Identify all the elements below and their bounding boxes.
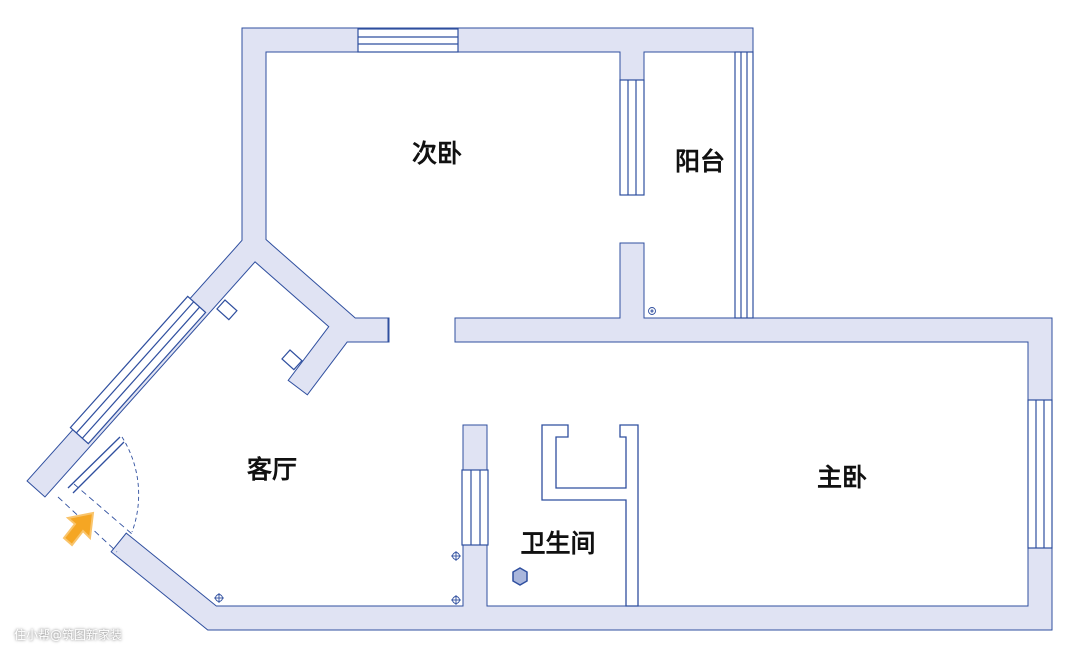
window-balcony <box>734 51 754 319</box>
outlet-icon <box>451 595 461 605</box>
fixtures <box>214 307 656 605</box>
window-living-room <box>69 295 207 445</box>
watermark: 住小帮@筑图新家装 <box>14 628 123 642</box>
window-master-bedroom <box>1027 399 1053 549</box>
bathroom-partition <box>541 424 639 607</box>
drain-icon <box>648 307 656 315</box>
stub-windows <box>216 299 303 371</box>
room-label-balcony: 阳台 <box>674 147 726 176</box>
window-balcony-inner <box>619 79 645 196</box>
outlet-icon <box>214 593 224 603</box>
room-label-living-room: 客厅 <box>246 455 298 484</box>
floor-drain-icon <box>512 567 528 586</box>
room-label-master-bedroom: 主卧 <box>816 463 868 492</box>
entry-arrow-icon <box>62 511 95 547</box>
window-top <box>357 28 459 53</box>
room-label-bathroom: 卫生间 <box>520 529 596 558</box>
outlet-icon <box>451 551 461 561</box>
window-bathroom <box>461 469 489 546</box>
room-label-second-bedroom: 次卧 <box>411 139 463 168</box>
windows <box>69 28 1053 549</box>
